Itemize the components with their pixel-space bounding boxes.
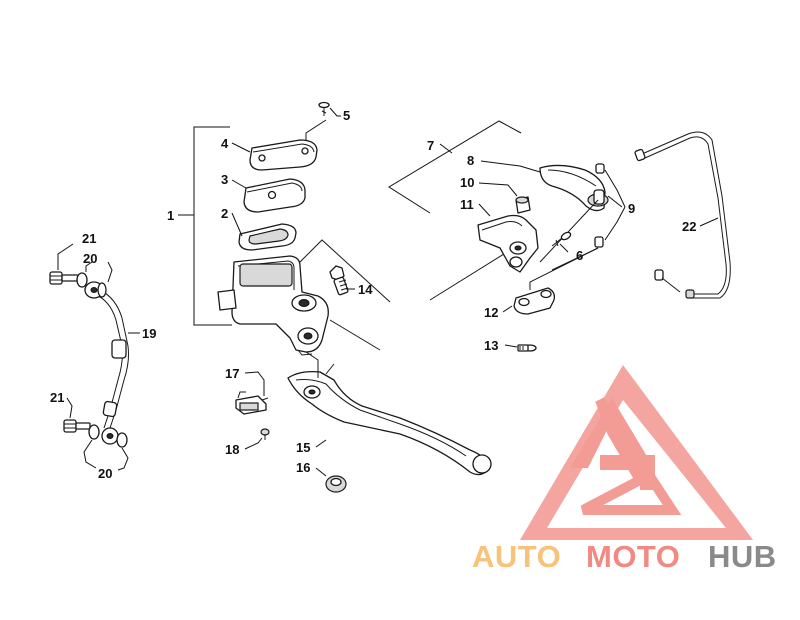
screw-part-6 [551,231,572,247]
screw-part-18 [260,428,270,440]
master-cylinder-body [217,255,329,356]
callout-19: 19 [142,326,156,341]
switch-housing-part-11 [477,214,539,273]
callout-7: 7 [427,138,434,153]
gasket-part-2 [238,223,297,251]
callout-20-lower: 20 [98,466,112,481]
callout-labels: 1 2 3 4 5 6 7 8 9 10 11 12 13 14 15 16 1… [50,108,696,481]
watermark-moto: MOTO [586,539,680,574]
group-7-bracket [388,120,522,214]
reservoir-cover-part-4 [249,139,318,171]
callout-13: 13 [484,338,498,353]
watermark-text: AUTO MOTO HUB [472,539,777,574]
callout-18: 18 [225,442,239,457]
assembly-bracket [178,126,232,326]
callout-11: 11 [460,197,474,212]
clamp-part-12 [513,287,556,315]
callout-3: 3 [221,172,228,187]
diaphragm-plate-part-3 [243,178,306,213]
callout-17: 17 [225,366,239,381]
callout-8: 8 [467,153,474,168]
callout-9: 9 [628,201,635,216]
lower-fitting [63,419,128,448]
callout-10: 10 [460,175,474,190]
callout-16: 16 [296,460,310,475]
screw-part-13 [517,344,537,352]
callout-1: 1 [167,208,174,223]
callout-20-upper: 20 [83,251,97,266]
bushing-part-10 [515,196,531,214]
switch-part-17 [235,391,269,415]
callout-21-upper: 21 [82,231,96,246]
callout-5: 5 [343,108,350,123]
callout-22: 22 [682,219,696,234]
upper-fitting [49,271,107,299]
screw-part-5 [318,101,330,116]
bushing-part-16 [325,475,347,493]
callout-6: 6 [576,248,583,263]
callout-4: 4 [221,136,229,151]
watermark-logo [520,365,753,540]
brake-hose-part-19 [93,289,129,429]
callout-12: 12 [484,305,498,320]
brake-lever-part-15 [287,363,492,476]
callout-21-lower: 21 [50,390,64,405]
callout-14: 14 [358,282,373,297]
callout-2: 2 [221,206,228,221]
watermark-hub: HUB [708,539,777,574]
cable-part-22 [634,131,731,299]
watermark-auto: AUTO [472,539,561,574]
pin-part-9 [593,163,605,248]
callout-15: 15 [296,440,310,455]
bolt-part-14 [329,265,349,296]
